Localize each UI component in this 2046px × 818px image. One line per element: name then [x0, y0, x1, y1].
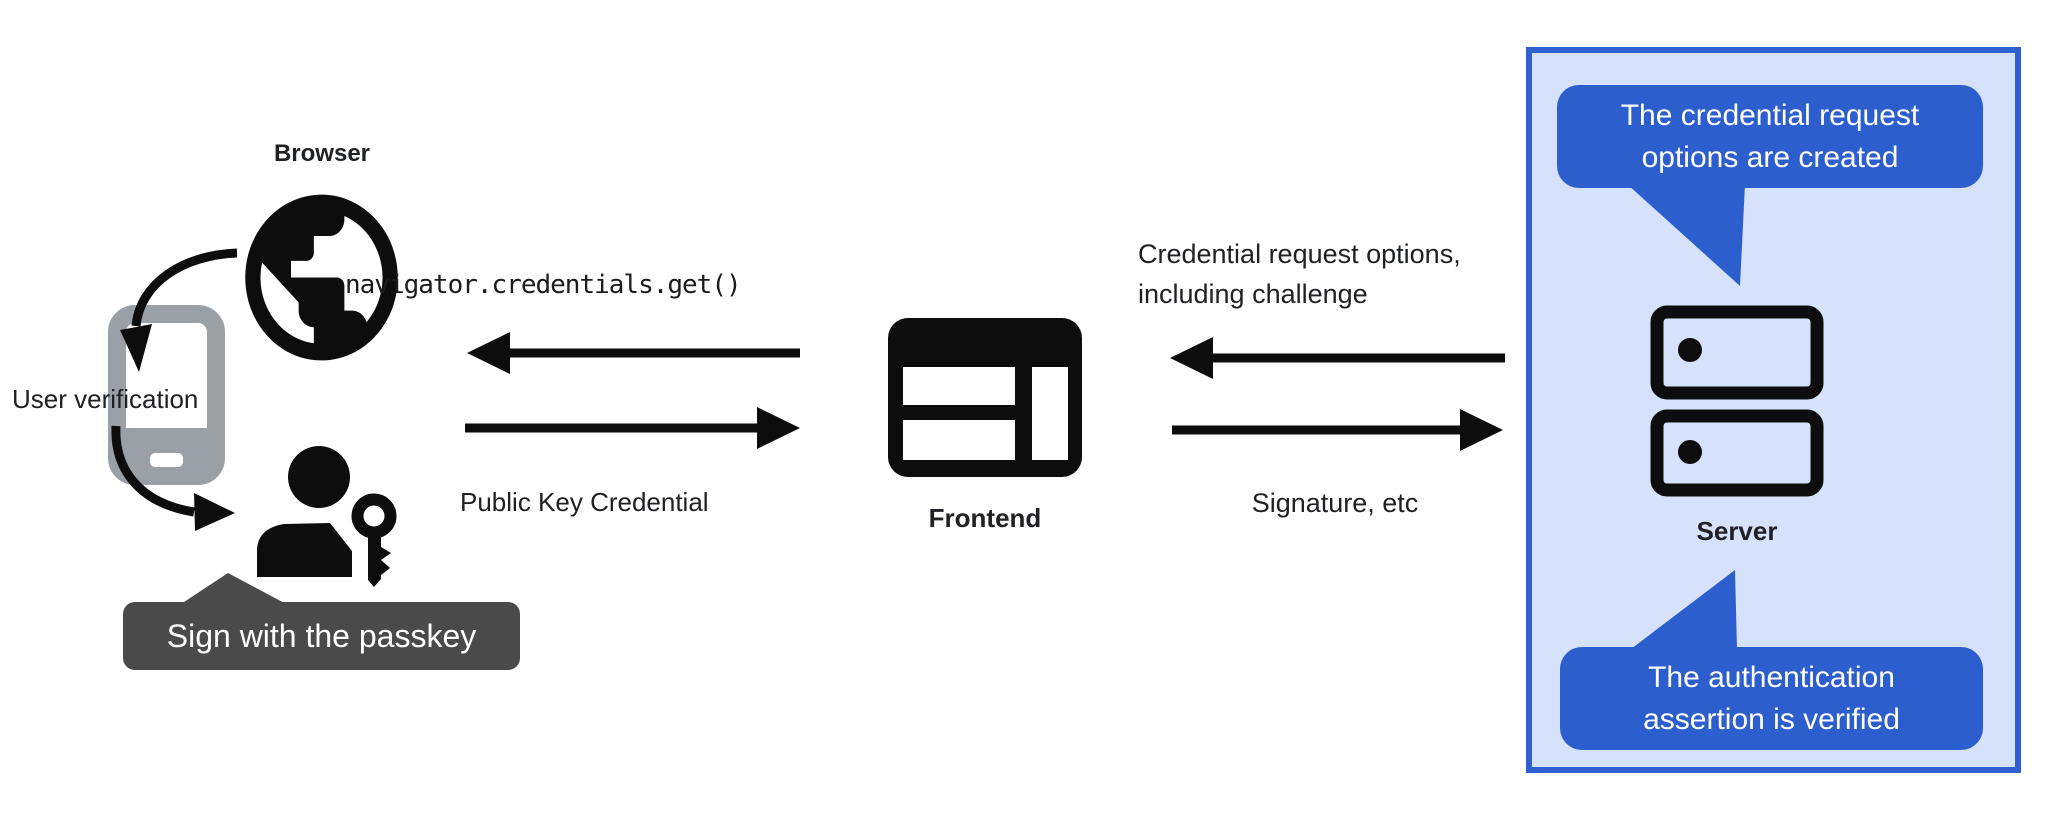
tooltip-tail: [178, 573, 290, 606]
callout-credential-request-created: The credential request options are creat…: [1557, 85, 1983, 188]
browser-label: Browser: [273, 140, 371, 167]
arrow-server-to-frontend: [1170, 337, 1505, 379]
signature-etc-label: Signature, etc: [1251, 488, 1419, 518]
phone-to-user-arrow: [111, 425, 235, 531]
user-icon: [257, 446, 352, 577]
navigator-credentials-get-code: navigator.credentials.get(): [345, 270, 742, 300]
credential-request-options-line1: Credential request options,: [1138, 239, 1461, 269]
callout-top-tail: [1627, 184, 1745, 286]
arrow-frontend-to-server: [1172, 409, 1503, 451]
callout-top-line1: The credential request: [1620, 98, 1920, 132]
passkey-key-icon: [351, 493, 397, 587]
callout-top-line2: options are created: [1641, 140, 1899, 174]
browser-globe-icon: [245, 194, 398, 361]
server-icon: [1650, 305, 1824, 497]
arrow-frontend-to-browser: [467, 332, 800, 374]
credential-request-options-label: Credential request options, including ch…: [1138, 234, 1461, 314]
arrow-browser-to-frontend: [465, 407, 800, 449]
user-verification-label: User verification: [12, 384, 199, 414]
frontend-label: Frontend: [928, 503, 1042, 533]
server-label: Server: [1696, 516, 1778, 546]
public-key-credential-label: Public Key Credential: [460, 487, 709, 517]
callout-bottom-tail: [1631, 570, 1737, 649]
frontend-icon: [888, 318, 1082, 477]
callout-bottom-line2: assertion is verified: [1643, 702, 1900, 736]
sign-with-passkey-tooltip: Sign with the passkey: [123, 602, 520, 670]
sign-with-passkey-text: Sign with the passkey: [166, 617, 477, 654]
callout-bottom-line1: The authentication: [1648, 660, 1895, 694]
globe-to-phone-arrow: [120, 248, 238, 372]
credential-request-options-line2: including challenge: [1138, 279, 1368, 309]
callout-assertion-verified: The authentication assertion is verified: [1560, 647, 1983, 750]
